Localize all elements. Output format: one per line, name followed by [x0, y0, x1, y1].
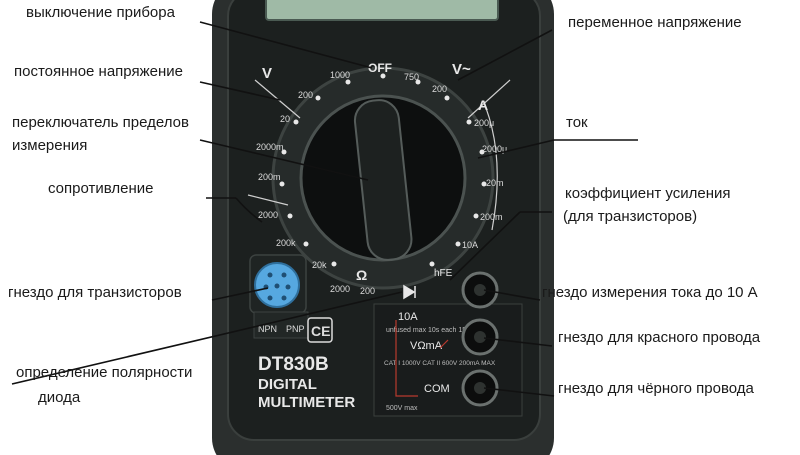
ce-mark: CE	[311, 323, 330, 339]
diode-symbol-icon	[403, 284, 416, 300]
ohm-mark: Ω	[356, 267, 367, 283]
svg-text:200μ: 200μ	[474, 118, 494, 128]
jack-black	[461, 369, 499, 407]
model-line2: MULTIMETER	[258, 394, 355, 411]
label-socket-black: гнездо для чёрного провода	[558, 380, 754, 397]
scale-ohm-group: 2000 200k 20k 2000 200	[258, 210, 375, 296]
vdc-mark: V	[262, 65, 272, 82]
leader-diode	[11, 291, 403, 385]
svg-text:200: 200	[298, 90, 313, 100]
label-resistance: сопротивление	[48, 180, 154, 197]
leader-10a	[483, 289, 541, 301]
dial-scale-dots	[279, 73, 487, 267]
svg-text:10A: 10A	[462, 240, 478, 250]
port-vomam-label: VΩmA	[410, 340, 443, 352]
port-com-label: COM	[424, 383, 450, 395]
label-ac-voltage: переменное напряжение	[568, 14, 742, 31]
label-power-off: выключение прибора	[26, 4, 175, 21]
pnp-label: PNP	[286, 324, 305, 334]
leader-transistor-socket	[211, 287, 269, 301]
port-10a-label: 10A	[398, 311, 418, 323]
model-line1: DIGITAL	[258, 376, 317, 393]
label-transistor-socket: гнездо для транзисторов	[8, 284, 182, 301]
scale-ac-group: 750 200	[404, 72, 447, 94]
leader-hfe-2	[449, 211, 521, 281]
scale-a-group: 200μ 2000μ 20m 200m 10A	[462, 118, 507, 250]
npn-label: NPN	[258, 324, 277, 334]
leader-resistance-2	[235, 197, 263, 223]
svg-text:750: 750	[404, 72, 419, 82]
model-name: DT830B	[258, 354, 329, 375]
svg-text:20: 20	[280, 114, 290, 124]
ports-panel	[373, 303, 523, 417]
scale-dc-group: 1000 200 20 2000m 200m	[256, 70, 350, 182]
svg-text:200: 200	[360, 286, 375, 296]
svg-text:2000: 2000	[258, 210, 278, 220]
leader-range-switch	[199, 139, 369, 181]
svg-text:2000: 2000	[330, 284, 350, 294]
label-socket-red: гнездо для красного провода	[558, 329, 761, 346]
svg-text:2000μ: 2000μ	[482, 144, 507, 154]
label-dc-voltage: постоянное напряжение	[14, 63, 183, 80]
annotation-leader-lines	[11, 21, 638, 397]
label-hfe-2: (для транзисторов)	[563, 208, 698, 225]
leader-black	[483, 387, 555, 397]
leader-dc-voltage	[199, 81, 281, 101]
port-com-warning: 500V max	[386, 405, 418, 412]
vac-mark: V~	[452, 61, 471, 78]
red-warning-lines	[395, 320, 449, 397]
leader-power-off	[199, 21, 373, 69]
amp-mark: A	[478, 97, 488, 113]
jack-red	[461, 318, 499, 356]
hfe-mark: hFE	[434, 268, 453, 279]
svg-text:20k: 20k	[312, 260, 327, 270]
label-socket-10a: гнездо измерения тока до 10 А	[542, 284, 758, 301]
svg-text:200m: 200m	[258, 172, 281, 182]
label-hfe-1: коэффициент усиления	[565, 185, 731, 202]
svg-text:200: 200	[432, 84, 447, 94]
svg-text:2000m: 2000m	[256, 142, 284, 152]
svg-text:200k: 200k	[276, 238, 296, 248]
port-10a-warning: unfused max 10s each 15s	[386, 327, 470, 334]
svg-text:20m: 20m	[486, 178, 504, 188]
leader-red	[483, 337, 553, 347]
label-range-switch-2: измерения	[12, 137, 88, 154]
off-mark: OFF	[368, 61, 392, 75]
label-diode-2: диода	[38, 389, 81, 406]
svg-text:1000: 1000	[330, 70, 350, 80]
lcd-display	[265, 0, 499, 21]
jack-10a	[461, 271, 499, 309]
label-diode-1: определение полярности	[16, 364, 193, 381]
label-current: ток	[566, 114, 588, 131]
dial-pointer	[353, 99, 413, 261]
leader-ac-voltage	[457, 29, 553, 81]
label-range-switch-1: переключатель пределов	[12, 114, 189, 131]
svg-text:200m: 200m	[480, 212, 503, 222]
leader-current-2	[477, 139, 555, 159]
ce-mark-box	[307, 317, 333, 343]
port-vomam-warning: CAT I 1000V CAT II 600V 200mA MAX	[384, 360, 496, 367]
